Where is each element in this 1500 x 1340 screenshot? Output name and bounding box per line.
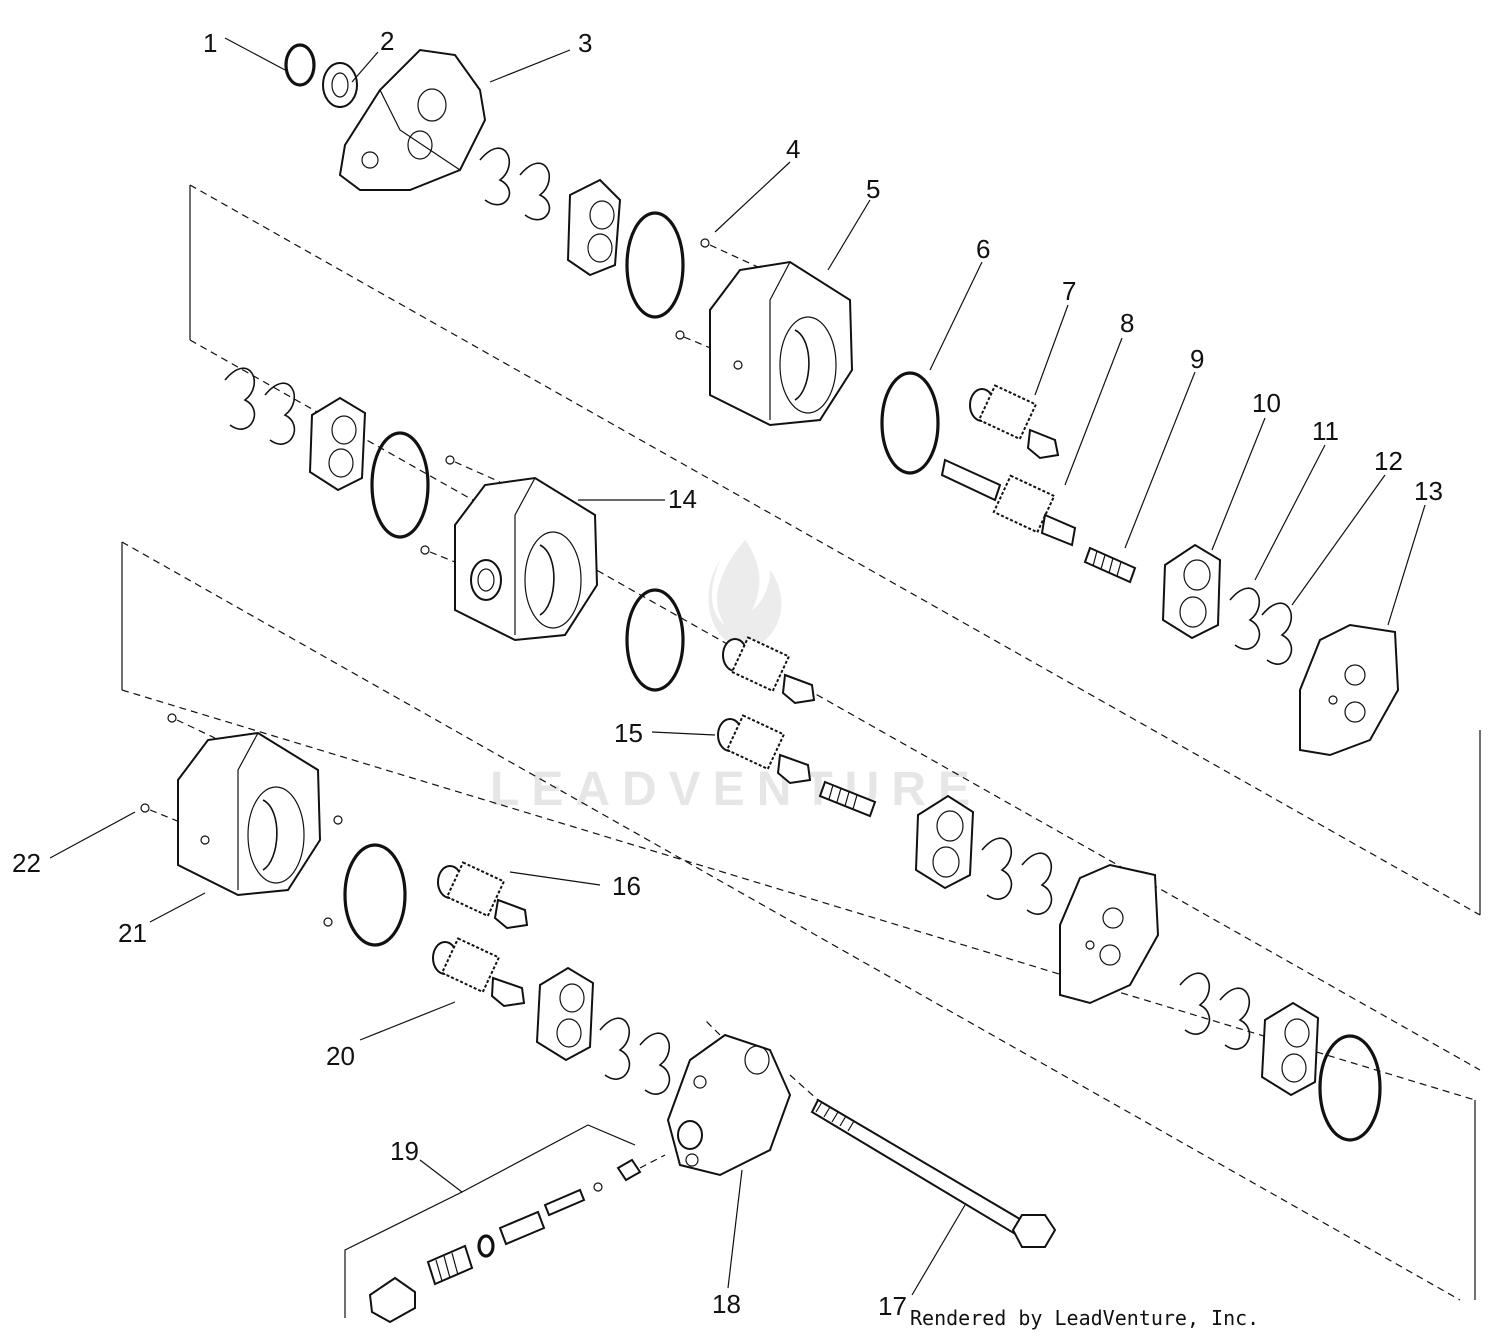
o-ring-top[interactable] [625, 211, 685, 319]
callout-14: 14 [668, 484, 697, 514]
callout-22: 22 [12, 848, 41, 878]
seal-pair-lower-right[interactable] [1179, 972, 1251, 1050]
callout-18: 18 [712, 1289, 741, 1319]
callout-9: 9 [1190, 344, 1204, 374]
part-11-seal[interactable] [1229, 587, 1261, 650]
part-15-gears[interactable] [717, 636, 816, 785]
callout-1: 1 [203, 28, 217, 58]
part-6-o-ring[interactable] [880, 371, 940, 475]
callout-12: 12 [1374, 446, 1403, 476]
callout-7: 7 [1062, 276, 1076, 306]
part-3-cover[interactable] [338, 48, 487, 191]
callout-11: 11 [1312, 416, 1339, 446]
callout-4: 4 [786, 134, 800, 164]
part-4-dowel-pins[interactable] [675, 238, 761, 353]
callout-15: 15 [614, 718, 643, 748]
part-16-drive-gear[interactable] [437, 861, 529, 930]
part-8-drive-shaft[interactable] [940, 458, 1077, 547]
seal-pair-middle-left[interactable] [224, 367, 296, 445]
part-19-relief-valve-kit[interactable] [368, 1154, 666, 1324]
part-9-coupling[interactable] [1083, 546, 1137, 584]
part-5-gear-housing[interactable] [709, 260, 854, 427]
wear-plate-middle-right[interactable] [914, 794, 975, 890]
watermark: LEADVENTURE [490, 540, 982, 816]
dowel-pins-middle[interactable] [420, 455, 501, 567]
o-ring-bottom[interactable] [343, 843, 407, 947]
part-22-dowel-pins[interactable] [140, 713, 343, 927]
adapter-plate-middle[interactable] [1059, 863, 1160, 1005]
callout-10: 10 [1252, 388, 1281, 418]
watermark-text: LEADVENTURE [490, 763, 982, 816]
callout-2: 2 [380, 26, 394, 56]
coupling-middle[interactable] [818, 780, 877, 818]
part-13-end-cover[interactable] [1299, 623, 1400, 757]
credit-text: Rendered by LeadVenture, Inc. [910, 1306, 1259, 1330]
callout-8: 8 [1120, 308, 1134, 338]
part-17-tie-bolt[interactable] [789, 1074, 1057, 1248]
o-ring-lower-right[interactable] [1318, 1034, 1382, 1142]
part-20-driven-gear[interactable] [432, 937, 526, 1008]
seal-pair-bottom[interactable] [599, 1017, 671, 1095]
part-7-drive-gear[interactable] [969, 384, 1060, 460]
callout-5: 5 [866, 174, 880, 204]
o-ring-middle-left[interactable] [370, 431, 430, 539]
leader-lines [49, 37, 1426, 1318]
part-12-seal[interactable] [1261, 602, 1293, 665]
part-10-wear-plate[interactable] [1161, 543, 1222, 640]
seal-pair-middle-right[interactable] [981, 837, 1053, 915]
callout-3: 3 [578, 28, 592, 58]
wear-plate-bottom[interactable] [535, 966, 595, 1062]
part-18-port-end-cover[interactable] [666, 1019, 792, 1177]
flame-logo-icon [708, 540, 782, 650]
part-1-retaining-ring[interactable] [284, 43, 316, 87]
part-21-gear-housing[interactable] [177, 731, 322, 897]
wear-plate-top[interactable] [566, 178, 622, 277]
callout-20: 20 [326, 1041, 355, 1071]
callout-labels: 1 2 3 4 5 6 7 8 9 10 11 12 13 14 15 16 1… [12, 26, 1443, 1321]
callout-19: 19 [390, 1136, 419, 1166]
o-ring-middle[interactable] [625, 588, 685, 692]
seal-pair-top[interactable] [479, 147, 551, 221]
callout-13: 13 [1414, 476, 1443, 506]
callout-6: 6 [976, 234, 990, 264]
wear-plate-lower-right[interactable] [1260, 1001, 1320, 1097]
callout-16: 16 [612, 871, 641, 901]
part-2-seal[interactable] [322, 62, 358, 108]
wear-plate-middle-left[interactable] [308, 396, 367, 492]
callout-21: 21 [118, 918, 147, 948]
callout-17: 17 [878, 1291, 907, 1321]
part-14-gear-housing[interactable] [454, 476, 599, 642]
